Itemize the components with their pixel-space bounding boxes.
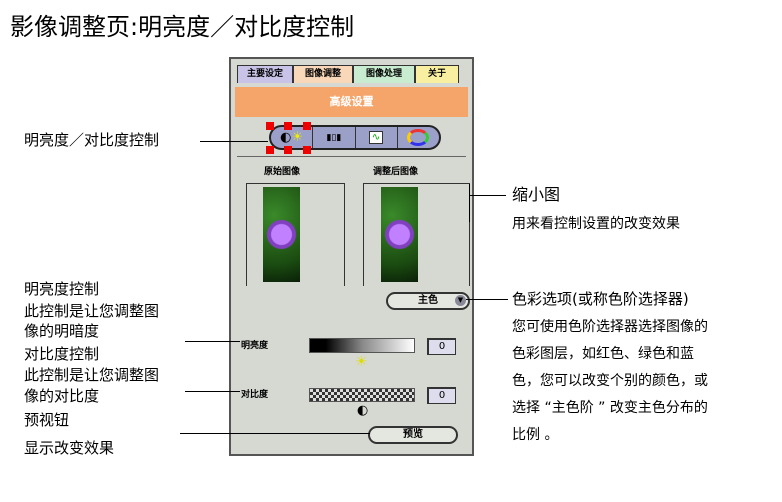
- color-wheel-icon[interactable]: [398, 127, 439, 148]
- histogram-icon[interactable]: ▮▯▮: [313, 127, 356, 148]
- brightness-contrast-icon[interactable]: ◐☀: [271, 127, 314, 148]
- preview-button[interactable]: 预览: [368, 426, 458, 444]
- color-channel-select[interactable]: 主色 ▼: [386, 292, 470, 310]
- image-adjust-panel: 主要设定 图像调整 图像处理 关于 高级设置 ◐☀ ▮▯▮ ∿ 原始图像 调整后…: [229, 57, 474, 456]
- annotation-brightness-desc: 此控制是让您调整图: [24, 302, 160, 320]
- brightness-slider-track[interactable]: [309, 338, 415, 353]
- color-channel-value: 主色: [418, 295, 438, 306]
- original-image-label: 原始图像: [264, 167, 301, 177]
- page-title: 影像调整页:明亮度／对比度控制: [10, 13, 355, 41]
- brightness-label: 明亮度: [241, 341, 269, 351]
- annotation-color-desc: 色彩图层，如红色、绿色和蓝: [512, 346, 694, 362]
- annotation-brightness-desc: 像的明暗度: [24, 322, 100, 340]
- annotation-brightness-title: 明亮度控制: [24, 280, 100, 298]
- brightness-value[interactable]: 0: [427, 338, 456, 355]
- adjusted-frame: [363, 183, 470, 286]
- tab-image-process[interactable]: 图像处理: [353, 65, 415, 83]
- contrast-label: 对比度: [241, 390, 269, 400]
- annotation-thumb-desc: 用来看控制设置的改变效果: [512, 216, 680, 232]
- annotation-contrast-title: 对比度控制: [24, 345, 100, 363]
- adjusted-thumbnail: [381, 187, 418, 282]
- annotation-preview-title: 预视钮: [24, 411, 70, 429]
- adjusted-image-label: 调整后图像: [373, 167, 419, 177]
- annotation-color-desc: 选择 “主色阶 ” 改变主色分布的: [512, 400, 708, 416]
- tab-image-adjust[interactable]: 图像调整: [293, 65, 353, 83]
- annotation-color-title: 色彩选项(或称色阶选择器): [512, 290, 689, 308]
- chevron-down-icon: ▼: [455, 295, 466, 306]
- contrast-slider-handle-icon[interactable]: ◐: [357, 403, 369, 418]
- curve-icon[interactable]: ∿: [356, 127, 398, 148]
- annotation-contrast-desc: 像的对比度: [24, 387, 100, 405]
- brightness-slider-handle-sun-icon[interactable]: ☀: [355, 354, 368, 370]
- annotation-color-desc: 您可使用色阶选择器选择图像的: [512, 319, 708, 335]
- annotation-thumb-title: 缩小图: [512, 185, 561, 204]
- tool-selector: ◐☀ ▮▯▮ ∿: [269, 125, 441, 150]
- annotation-bc-control: 明亮度／对比度控制: [24, 131, 160, 149]
- contrast-value[interactable]: 0: [427, 387, 456, 404]
- contrast-slider-track[interactable]: [309, 388, 415, 402]
- advanced-settings-header: 高级设置: [235, 87, 468, 117]
- original-frame: [246, 183, 345, 286]
- tab-main-settings[interactable]: 主要设定: [237, 65, 293, 83]
- annotation-preview-desc: 显示改变效果: [24, 439, 115, 457]
- original-thumbnail: [263, 187, 300, 282]
- annotation-contrast-desc: 此控制是让您调整图: [24, 366, 160, 384]
- tab-about[interactable]: 关于: [415, 65, 459, 83]
- annotation-color-desc: 色，您可以改变个别的颜色，或: [512, 373, 708, 389]
- annotation-color-desc: 比例 。: [512, 427, 559, 443]
